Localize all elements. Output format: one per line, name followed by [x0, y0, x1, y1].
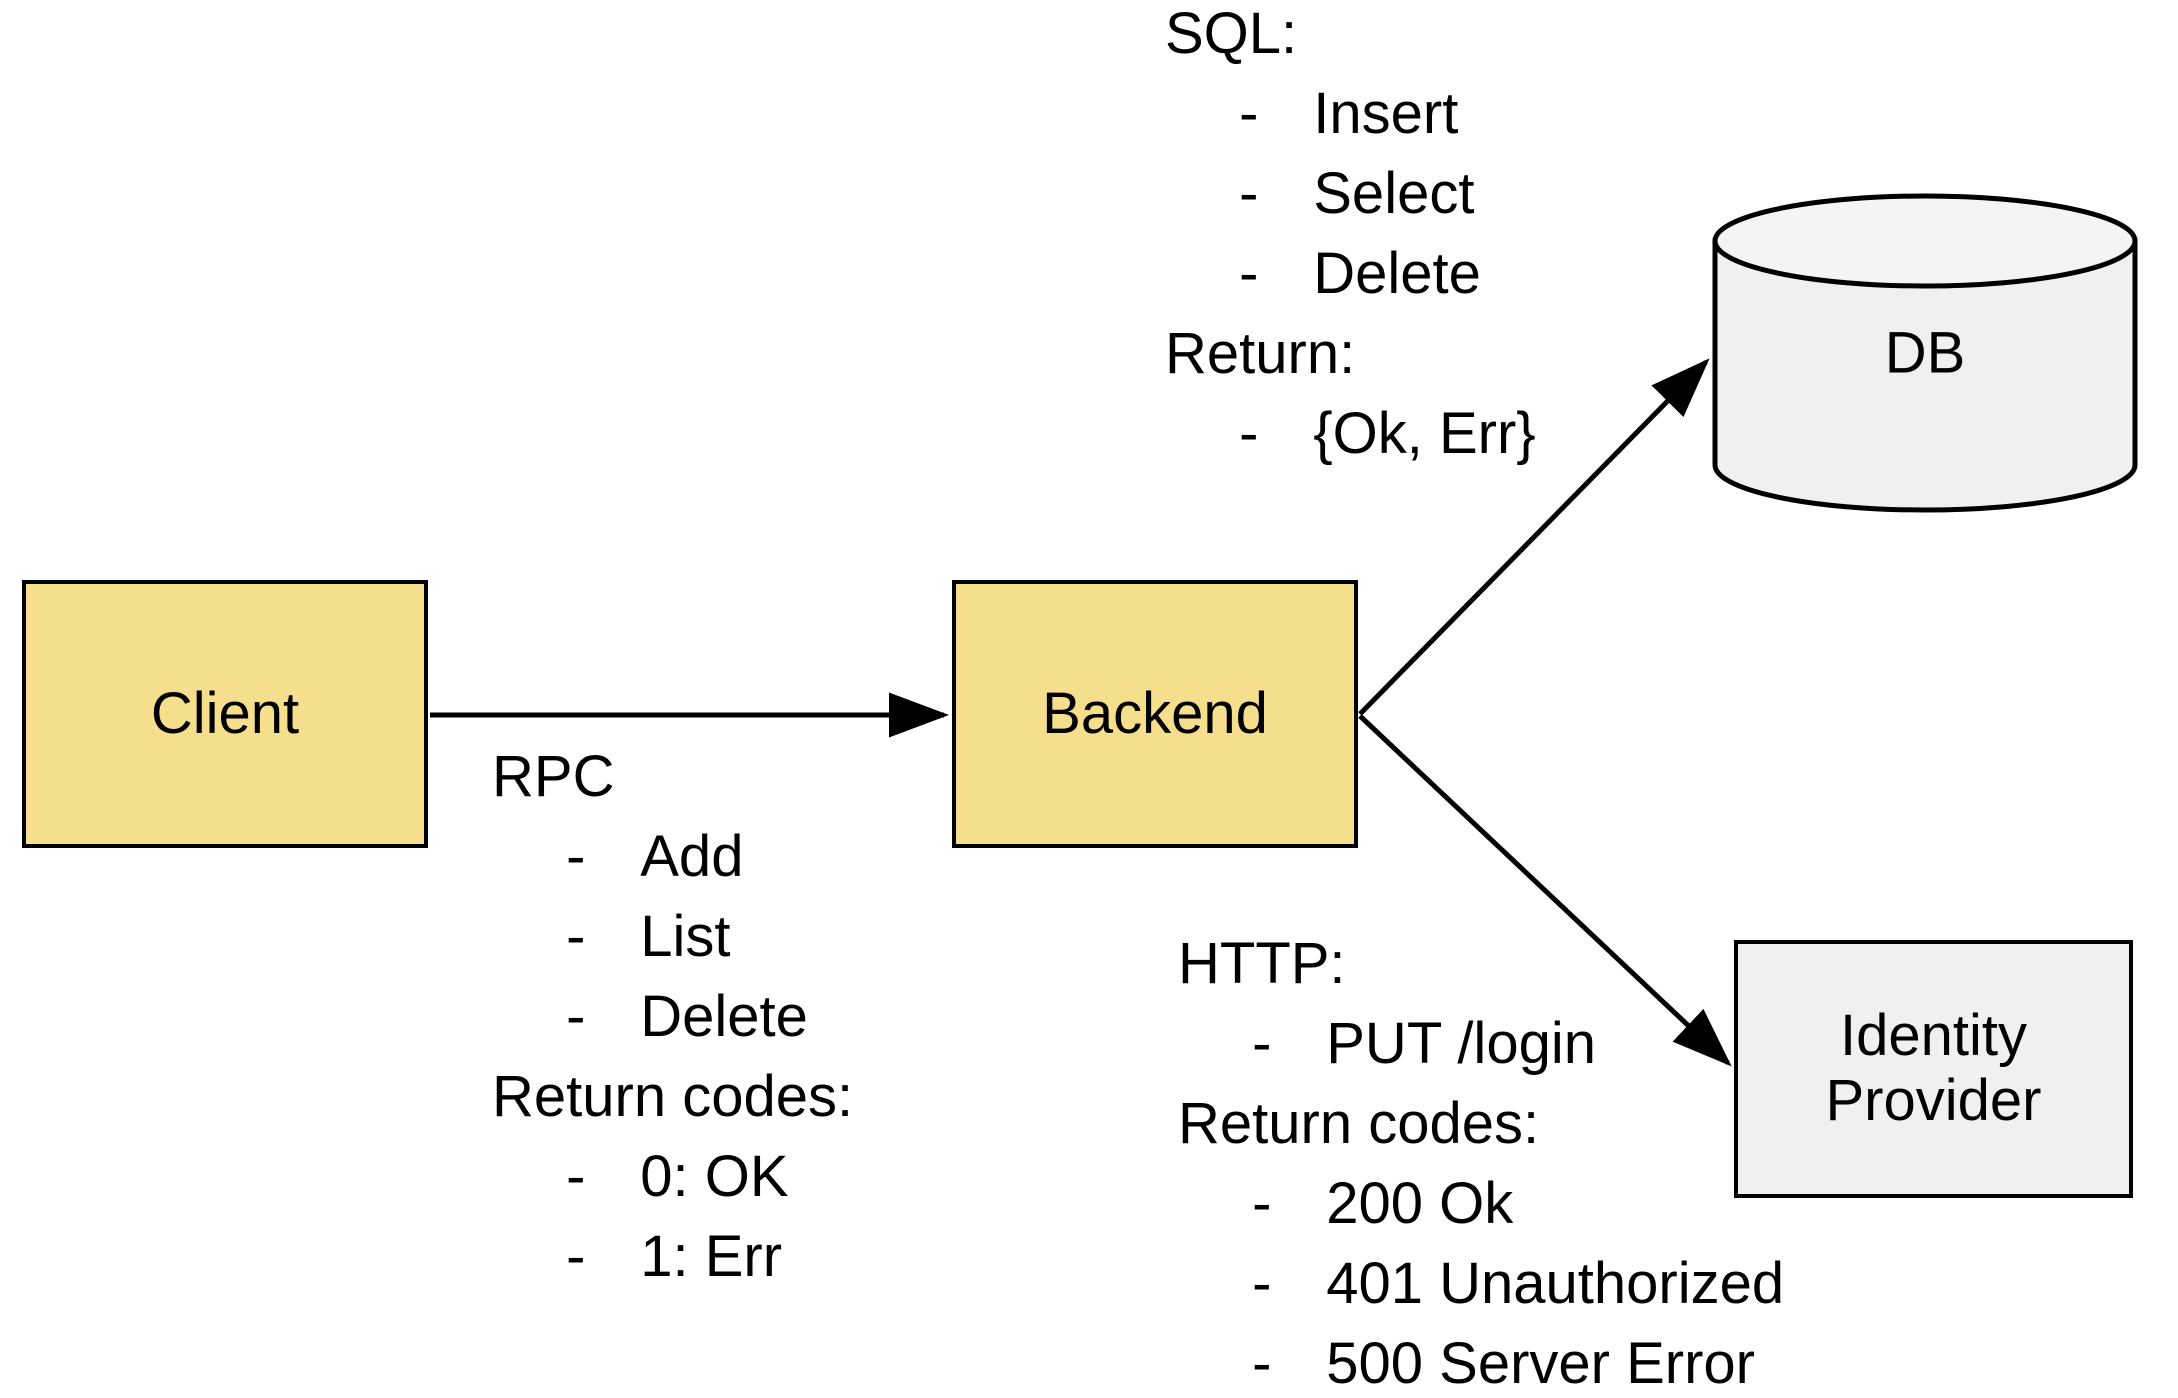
- http-return-row: - 401 Unauthorized: [1178, 1255, 1784, 1313]
- sql-returns-heading: Return:: [1165, 321, 1356, 386]
- sql-method-2: Delete: [1313, 241, 1481, 306]
- rpc-heading: RPC: [492, 744, 615, 809]
- rpc-method-row: - Add: [492, 828, 853, 886]
- sql-return-0: {Ok, Err}: [1313, 401, 1536, 466]
- node-backend[interactable]: Backend: [952, 580, 1358, 848]
- http-return-2: 500 Server Error: [1326, 1331, 1755, 1396]
- sql-method-row: - Insert: [1165, 85, 1536, 143]
- rpc-returns-heading: Return codes:: [492, 1064, 854, 1129]
- sql-method-1: Select: [1313, 161, 1475, 226]
- http-returns-heading: Return codes:: [1178, 1091, 1540, 1156]
- rpc-method-row: - List: [492, 908, 853, 966]
- annotation-http: HTTP: - PUT /login Return codes: - 200 O…: [1178, 935, 1784, 1398]
- sql-return-row: - {Ok, Err}: [1165, 405, 1536, 463]
- node-client[interactable]: Client: [22, 580, 428, 848]
- bullet-dash-icon: -: [1252, 1011, 1272, 1076]
- bullet-dash-icon: -: [1252, 1171, 1272, 1236]
- node-db-label: DB: [1884, 320, 1966, 386]
- node-db[interactable]: DB: [1712, 193, 2138, 513]
- bullet-dash-icon: -: [1252, 1331, 1272, 1396]
- bullet-dash-icon: -: [1239, 81, 1259, 146]
- bullet-dash-icon: -: [1239, 161, 1259, 226]
- annotation-sql: SQL: - Insert - Select - Delete Return: …: [1165, 5, 1536, 485]
- bullet-dash-icon: -: [566, 904, 586, 969]
- bullet-dash-icon: -: [566, 1144, 586, 1209]
- rpc-method-0: Add: [640, 824, 744, 889]
- sql-heading: SQL:: [1165, 1, 1298, 66]
- node-client-label: Client: [150, 680, 300, 746]
- http-return-0: 200 Ok: [1326, 1171, 1514, 1236]
- rpc-method-row: - Delete: [492, 988, 853, 1046]
- http-method-row: - PUT /login: [1178, 1015, 1784, 1073]
- bullet-dash-icon: -: [1252, 1251, 1272, 1316]
- http-return-row: - 200 Ok: [1178, 1175, 1784, 1233]
- bullet-dash-icon: -: [566, 1224, 586, 1289]
- bullet-dash-icon: -: [566, 824, 586, 889]
- http-return-row: - 500 Server Error: [1178, 1335, 1784, 1393]
- rpc-return-1: 1: Err: [640, 1224, 783, 1289]
- node-backend-label: Backend: [1042, 680, 1268, 746]
- node-identity-provider-label: Identity Provider: [1825, 1003, 2042, 1133]
- rpc-return-row: - 1: Err: [492, 1228, 853, 1286]
- bullet-dash-icon: -: [566, 984, 586, 1049]
- sql-method-0: Insert: [1313, 81, 1459, 146]
- http-method-0: PUT /login: [1326, 1011, 1596, 1076]
- http-heading: HTTP:: [1178, 931, 1346, 996]
- bullet-dash-icon: -: [1239, 401, 1259, 466]
- sql-method-row: - Select: [1165, 165, 1536, 223]
- node-identity-provider[interactable]: Identity Provider: [1734, 940, 2133, 1198]
- bullet-dash-icon: -: [1239, 241, 1259, 306]
- rpc-return-0: 0: OK: [640, 1144, 789, 1209]
- rpc-method-2: Delete: [640, 984, 808, 1049]
- database-cylinder-icon: [1712, 193, 2138, 513]
- http-return-1: 401 Unauthorized: [1326, 1251, 1785, 1316]
- sql-method-row: - Delete: [1165, 245, 1536, 303]
- rpc-return-row: - 0: OK: [492, 1148, 853, 1206]
- annotation-rpc: RPC - Add - List - Delete Return codes: …: [492, 748, 853, 1308]
- rpc-method-1: List: [640, 904, 731, 969]
